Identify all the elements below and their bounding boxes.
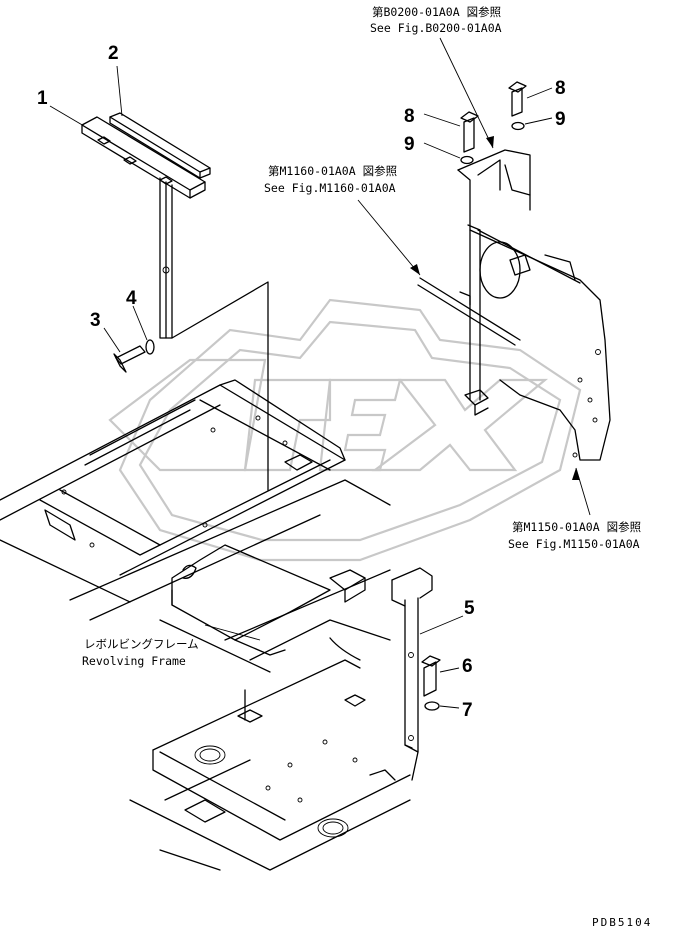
callout-7: 7 — [462, 700, 473, 721]
part-4-washer — [145, 339, 155, 355]
callout-4: 4 — [126, 288, 137, 309]
part-5-bracket — [391, 567, 433, 781]
part-3-bolt — [113, 345, 146, 373]
revolving-frame — [0, 379, 411, 871]
ref-m1160-jp: 第M1160-01A0A 図参照 — [268, 164, 397, 178]
drawing-code: PDB5104 — [592, 916, 652, 929]
part-8-bolt-b — [508, 81, 527, 117]
part-8-bolt — [460, 111, 479, 153]
part-1-bracket — [81, 116, 206, 339]
ref-m1150-jp: 第M1150-01A0A 図参照 — [512, 520, 641, 534]
part-7-washer — [424, 701, 440, 711]
callout-5: 5 — [464, 598, 475, 619]
callout-3: 3 — [90, 310, 101, 331]
orex-watermark — [108, 298, 582, 562]
part-2-bar — [109, 112, 211, 179]
callout-8b: 8 — [555, 78, 566, 99]
callout-8: 8 — [404, 106, 415, 127]
ref-m1160-en: See Fig.M1160-01A0A — [264, 181, 396, 195]
callout-2: 2 — [108, 43, 119, 64]
side-cover-assembly — [417, 149, 611, 461]
reference-arrows — [204, 37, 591, 641]
ref-m1150-en: See Fig.M1150-01A0A — [508, 537, 640, 551]
frame-label-jp: レボルビングフレーム — [84, 637, 199, 651]
ref-b0200-en: See Fig.B0200-01A0A — [370, 21, 502, 35]
part-9-washer — [460, 155, 474, 165]
guard-plate — [171, 281, 269, 491]
callout-9: 9 — [404, 134, 415, 155]
callout-9b: 9 — [555, 109, 566, 130]
ref-b0200-jp: 第B0200-01A0A 図参照 — [372, 5, 501, 19]
part-9-washer-b — [511, 121, 525, 131]
frame-label-en: Revolving Frame — [82, 654, 186, 668]
part-6-bolt — [421, 655, 441, 697]
callout-6: 6 — [462, 656, 473, 677]
callout-1: 1 — [37, 88, 48, 109]
leader-lines — [49, 65, 553, 709]
